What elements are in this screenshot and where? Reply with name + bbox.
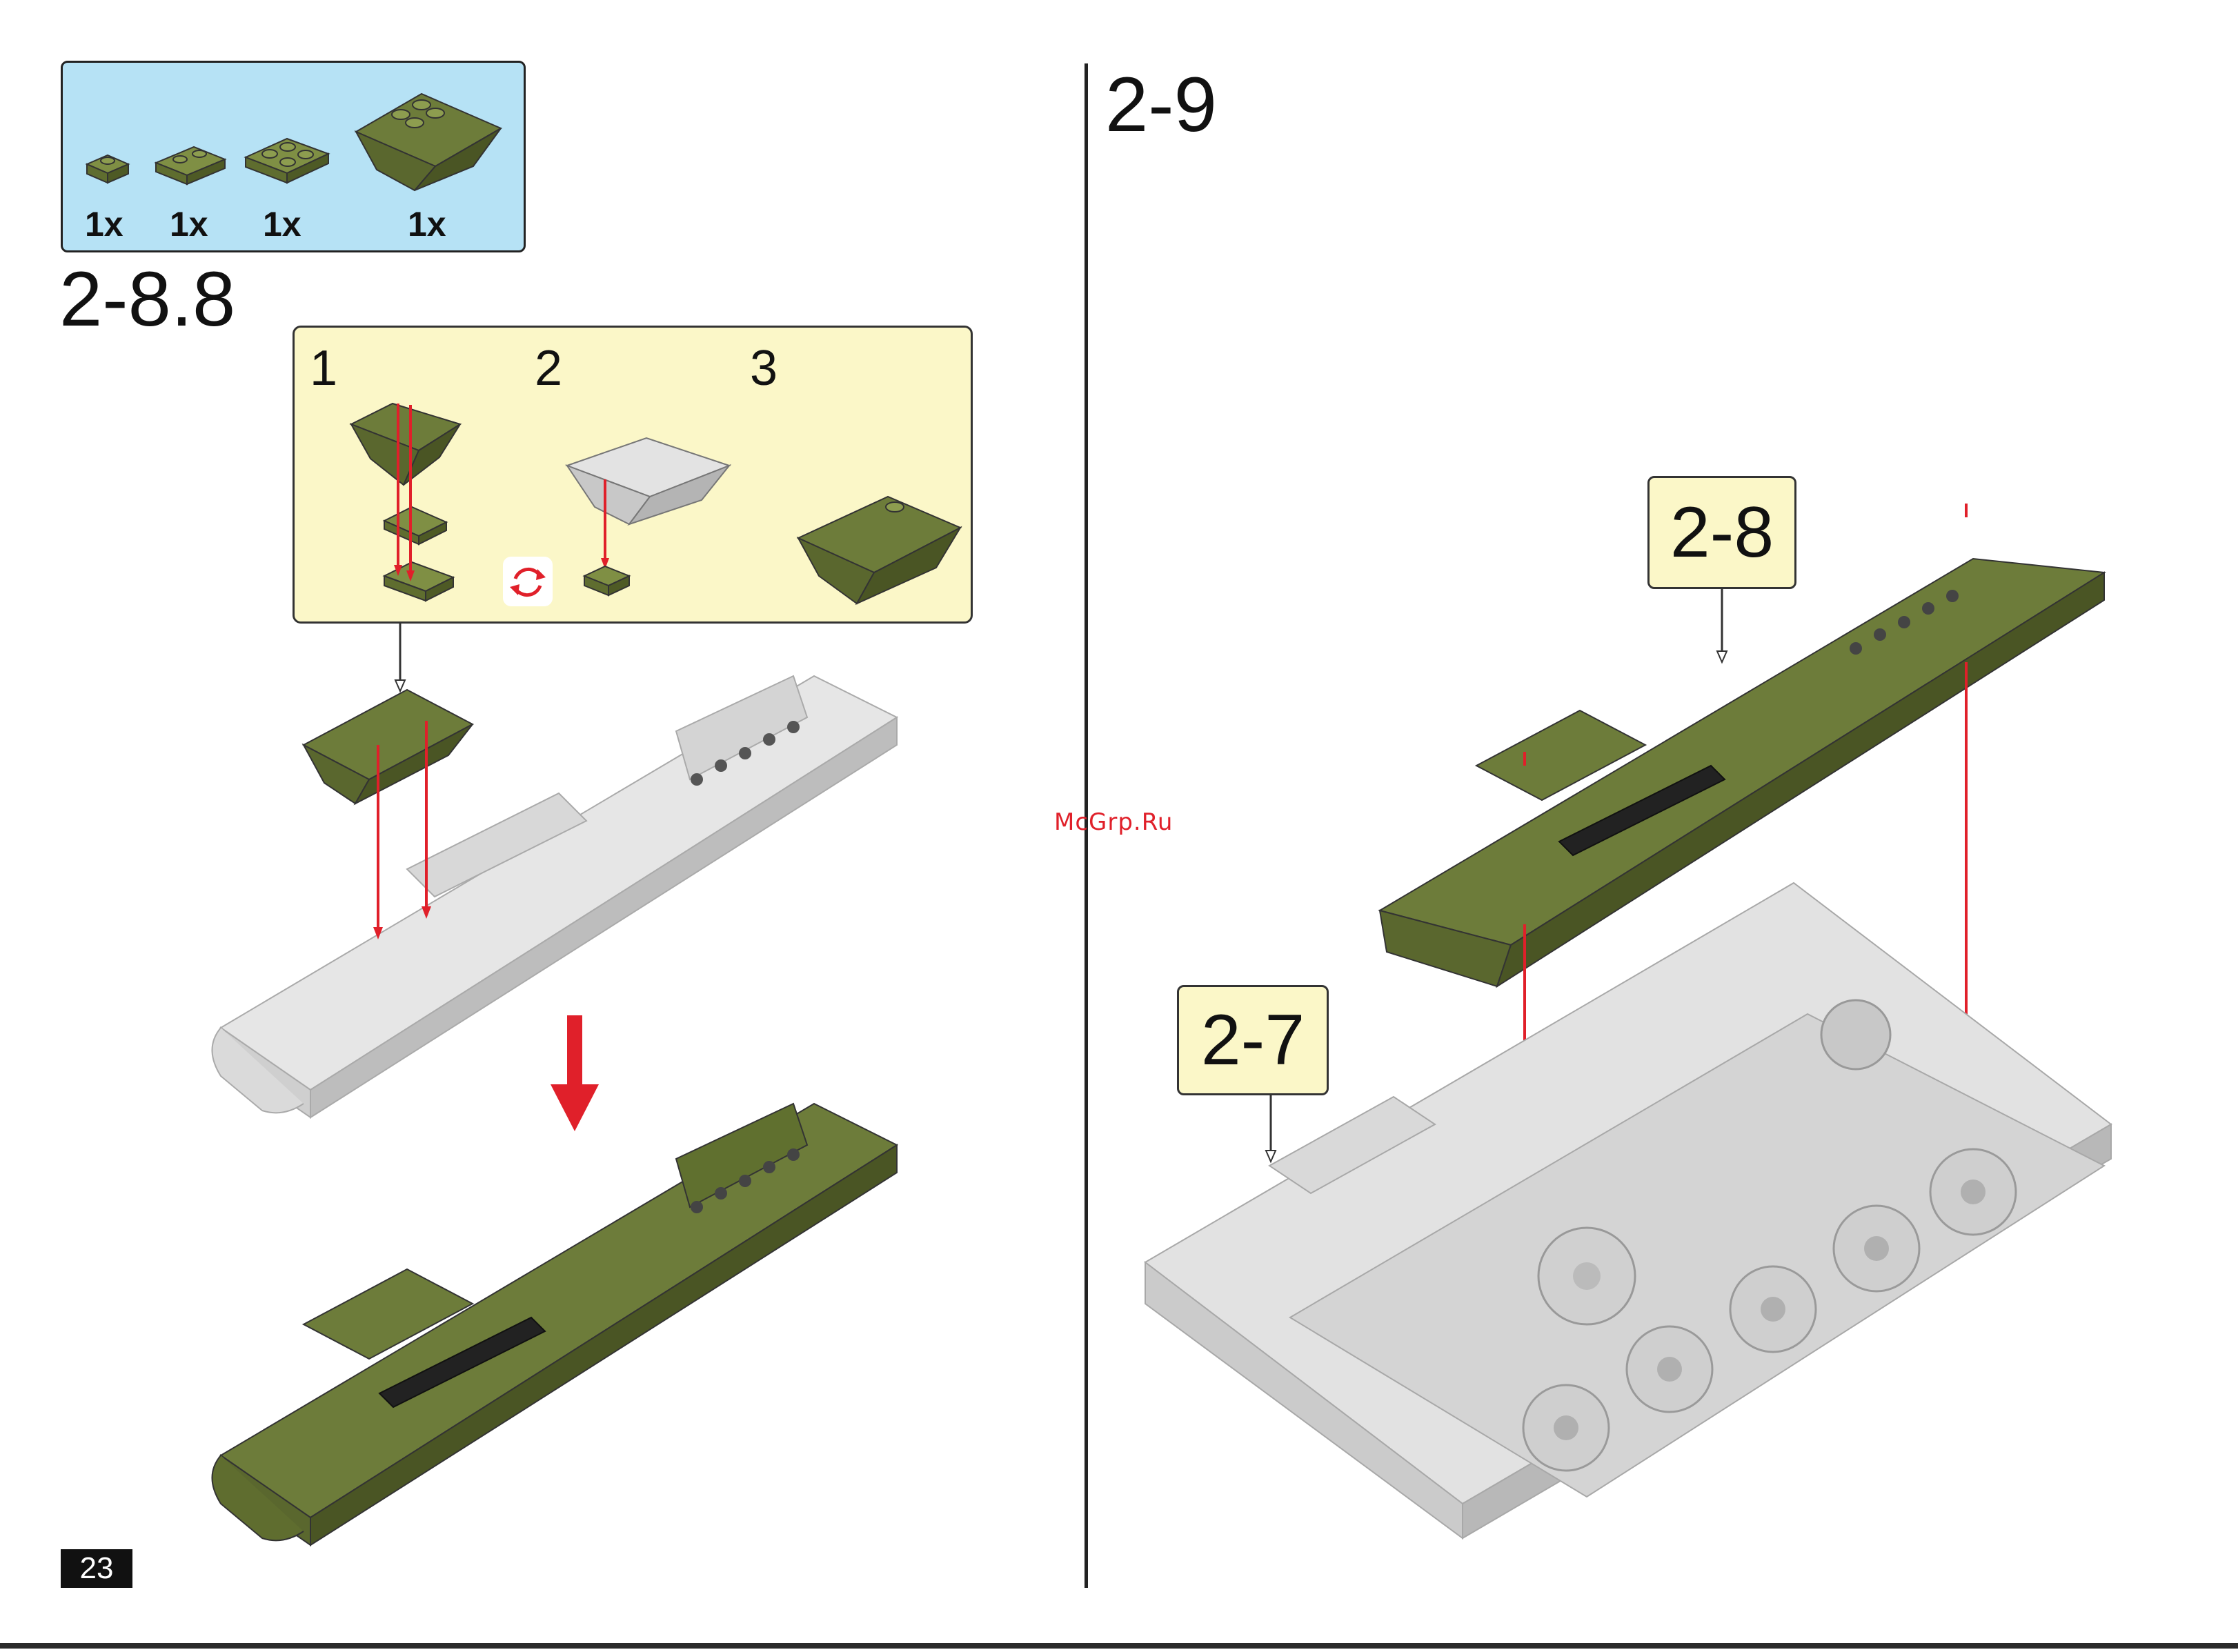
part-plate-1x1-icon — [83, 147, 132, 188]
substep-number-2: 2 — [535, 340, 562, 397]
part-plate-1x2-icon — [152, 139, 228, 187]
parts-list-box: 1x 1x 1x 1x — [61, 61, 526, 252]
qty-slope-wedge: 1x — [408, 204, 446, 244]
page-number: 23 — [61, 1549, 132, 1588]
substep-2-illustration — [564, 431, 743, 604]
step-title-2-9: 2-9 — [1105, 66, 1217, 143]
green-base-result-illustration — [200, 1062, 945, 1559]
step-title-2-8-8: 2-8.8 — [59, 261, 235, 338]
substep-number-3: 3 — [750, 340, 778, 397]
qty-plate-1x1: 1x — [85, 204, 123, 244]
part-plate-2x2-icon — [242, 126, 332, 188]
substep-box: 1 2 3 — [293, 326, 973, 624]
part-slope-wedge-icon — [349, 80, 508, 197]
substep-1-stack-illustration — [343, 369, 522, 604]
qty-plate-1x2: 1x — [170, 204, 208, 244]
rotate-icon — [502, 555, 554, 608]
substep-number-1: 1 — [310, 340, 337, 397]
substep-3-illustration — [791, 486, 964, 610]
watermark-text: McGrp.Ru — [1054, 808, 1173, 836]
tank-chassis-grey-illustration — [1131, 876, 2118, 1545]
bottom-rule — [0, 1643, 2238, 1649]
qty-plate-2x2: 1x — [263, 204, 301, 244]
